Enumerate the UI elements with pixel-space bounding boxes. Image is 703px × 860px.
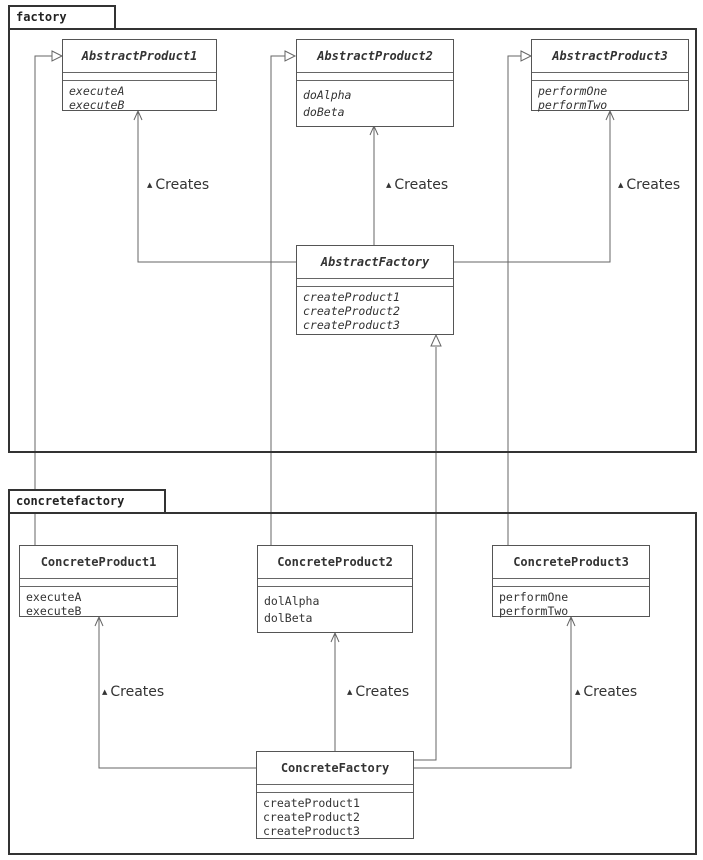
attribute-compartment — [297, 72, 453, 80]
generalization-line-cp2 — [270, 55, 286, 547]
creates-line-ap3 — [453, 112, 611, 263]
creates-label-ap1: ▲Creates — [147, 177, 209, 193]
attribute-compartment — [258, 578, 412, 586]
operation-compartment: performOne performTwo — [532, 80, 688, 115]
class-name: ConcreteProduct2 — [277, 555, 393, 569]
operation: dolBeta — [264, 611, 313, 625]
operation: createProduct3 — [303, 318, 400, 332]
triangle-up-icon: ▲ — [102, 688, 108, 696]
class-abstract-product3[interactable]: AbstractProduct3 performOne performTwo — [531, 39, 689, 112]
creates-label-ap3: ▲Creates — [618, 177, 680, 193]
class-concrete-factory[interactable]: ConcreteFactory createProduct1 createPro… — [256, 751, 414, 839]
operation-compartment: doAlpha doBeta — [297, 80, 453, 124]
triangle-up-icon: ▲ — [618, 181, 624, 189]
operation: performTwo — [538, 98, 608, 112]
class-name: ConcreteProduct1 — [40, 555, 157, 569]
operation: performTwo — [499, 604, 569, 618]
class-name: AbstractProduct1 — [81, 49, 198, 63]
package-factory — [8, 28, 697, 453]
creates-line-cp3 — [413, 618, 572, 769]
generalization-line-cf — [413, 347, 437, 761]
operation-compartment: createProduct1 createProduct2 createProd… — [257, 792, 413, 841]
attribute-compartment — [532, 72, 688, 80]
operation: createProduct2 — [303, 304, 400, 318]
package-label-factory: factory — [16, 10, 67, 24]
generalization-head-ap2 — [284, 50, 297, 62]
arrowhead-ap1 — [133, 109, 143, 121]
creates-text: Creates — [583, 684, 638, 700]
arrowhead-cp2 — [330, 631, 340, 643]
triangle-up-icon: ▲ — [386, 181, 392, 189]
class-concrete-product3[interactable]: ConcreteProduct3 performOne performTwo — [492, 545, 650, 618]
operation: performOne — [538, 84, 608, 98]
generalization-line-cp1 — [34, 55, 53, 547]
package-concretefactory — [8, 512, 697, 855]
operation: performOne — [499, 590, 569, 604]
class-name: AbstractProduct3 — [552, 49, 668, 63]
operation-compartment: performOne performTwo — [493, 586, 649, 621]
package-tab-factory: factory — [8, 5, 116, 30]
creates-text: Creates — [394, 177, 449, 193]
generalization-head-ap3 — [520, 50, 533, 62]
arrowhead-cp3 — [566, 615, 576, 627]
operation: createProduct3 — [263, 824, 360, 838]
operation: createProduct1 — [303, 290, 400, 304]
attribute-compartment — [493, 578, 649, 586]
creates-label-ap2: ▲Creates — [386, 177, 448, 193]
operation: executeA — [26, 590, 82, 604]
creates-text: Creates — [355, 684, 410, 700]
operation-compartment: dolAlpha dolBeta — [258, 586, 412, 630]
arrowhead-ap3 — [605, 109, 615, 121]
creates-line-ap1 — [137, 112, 296, 263]
triangle-up-icon: ▲ — [575, 688, 581, 696]
creates-text: Creates — [110, 684, 165, 700]
generalization-head-af — [430, 333, 442, 347]
attribute-compartment — [63, 72, 216, 80]
class-concrete-product1[interactable]: ConcreteProduct1 executeA executeB — [19, 545, 178, 618]
operation-compartment: executeA executeB — [20, 586, 177, 621]
class-concrete-product2[interactable]: ConcreteProduct2 dolAlpha dolBeta — [257, 545, 413, 633]
creates-label-cp3: ▲Creates — [575, 684, 637, 700]
arrowhead-cp1 — [94, 615, 104, 627]
operation: doAlpha — [303, 88, 352, 102]
package-label-concretefactory: concretefactory — [16, 494, 125, 508]
operation: createProduct2 — [263, 810, 360, 824]
creates-label-cp1: ▲Creates — [102, 684, 164, 700]
class-abstract-product1[interactable]: AbstractProduct1 executeA executeB — [62, 39, 217, 112]
generalization-head-ap1 — [51, 50, 64, 62]
operation: dolAlpha — [264, 594, 320, 608]
operation: executeA — [69, 84, 125, 98]
class-name: AbstractFactory — [320, 255, 430, 269]
generalization-line-cp3 — [507, 55, 522, 545]
attribute-compartment — [257, 784, 413, 792]
triangle-up-icon: ▲ — [347, 688, 353, 696]
creates-line-cp1 — [98, 618, 256, 769]
operation: executeB — [69, 98, 125, 112]
creates-label-cp2: ▲Creates — [347, 684, 409, 700]
attribute-compartment — [20, 578, 177, 586]
creates-text: Creates — [155, 177, 210, 193]
attribute-compartment — [297, 278, 453, 286]
creates-text: Creates — [626, 177, 681, 193]
operation: createProduct1 — [263, 796, 360, 810]
class-name: AbstractProduct2 — [317, 49, 433, 63]
class-abstract-product2[interactable]: AbstractProduct2 doAlpha doBeta — [296, 39, 454, 127]
class-name: ConcreteProduct3 — [513, 555, 629, 569]
operation-compartment: executeA executeB — [63, 80, 216, 115]
operation: executeB — [26, 604, 82, 618]
class-abstract-factory[interactable]: AbstractFactory createProduct1 createPro… — [296, 245, 454, 335]
operation-compartment: createProduct1 createProduct2 createProd… — [297, 286, 453, 335]
operation: doBeta — [303, 105, 345, 119]
package-tab-concretefactory: concretefactory — [8, 489, 166, 514]
triangle-up-icon: ▲ — [147, 181, 153, 189]
class-name: ConcreteFactory — [280, 761, 390, 775]
